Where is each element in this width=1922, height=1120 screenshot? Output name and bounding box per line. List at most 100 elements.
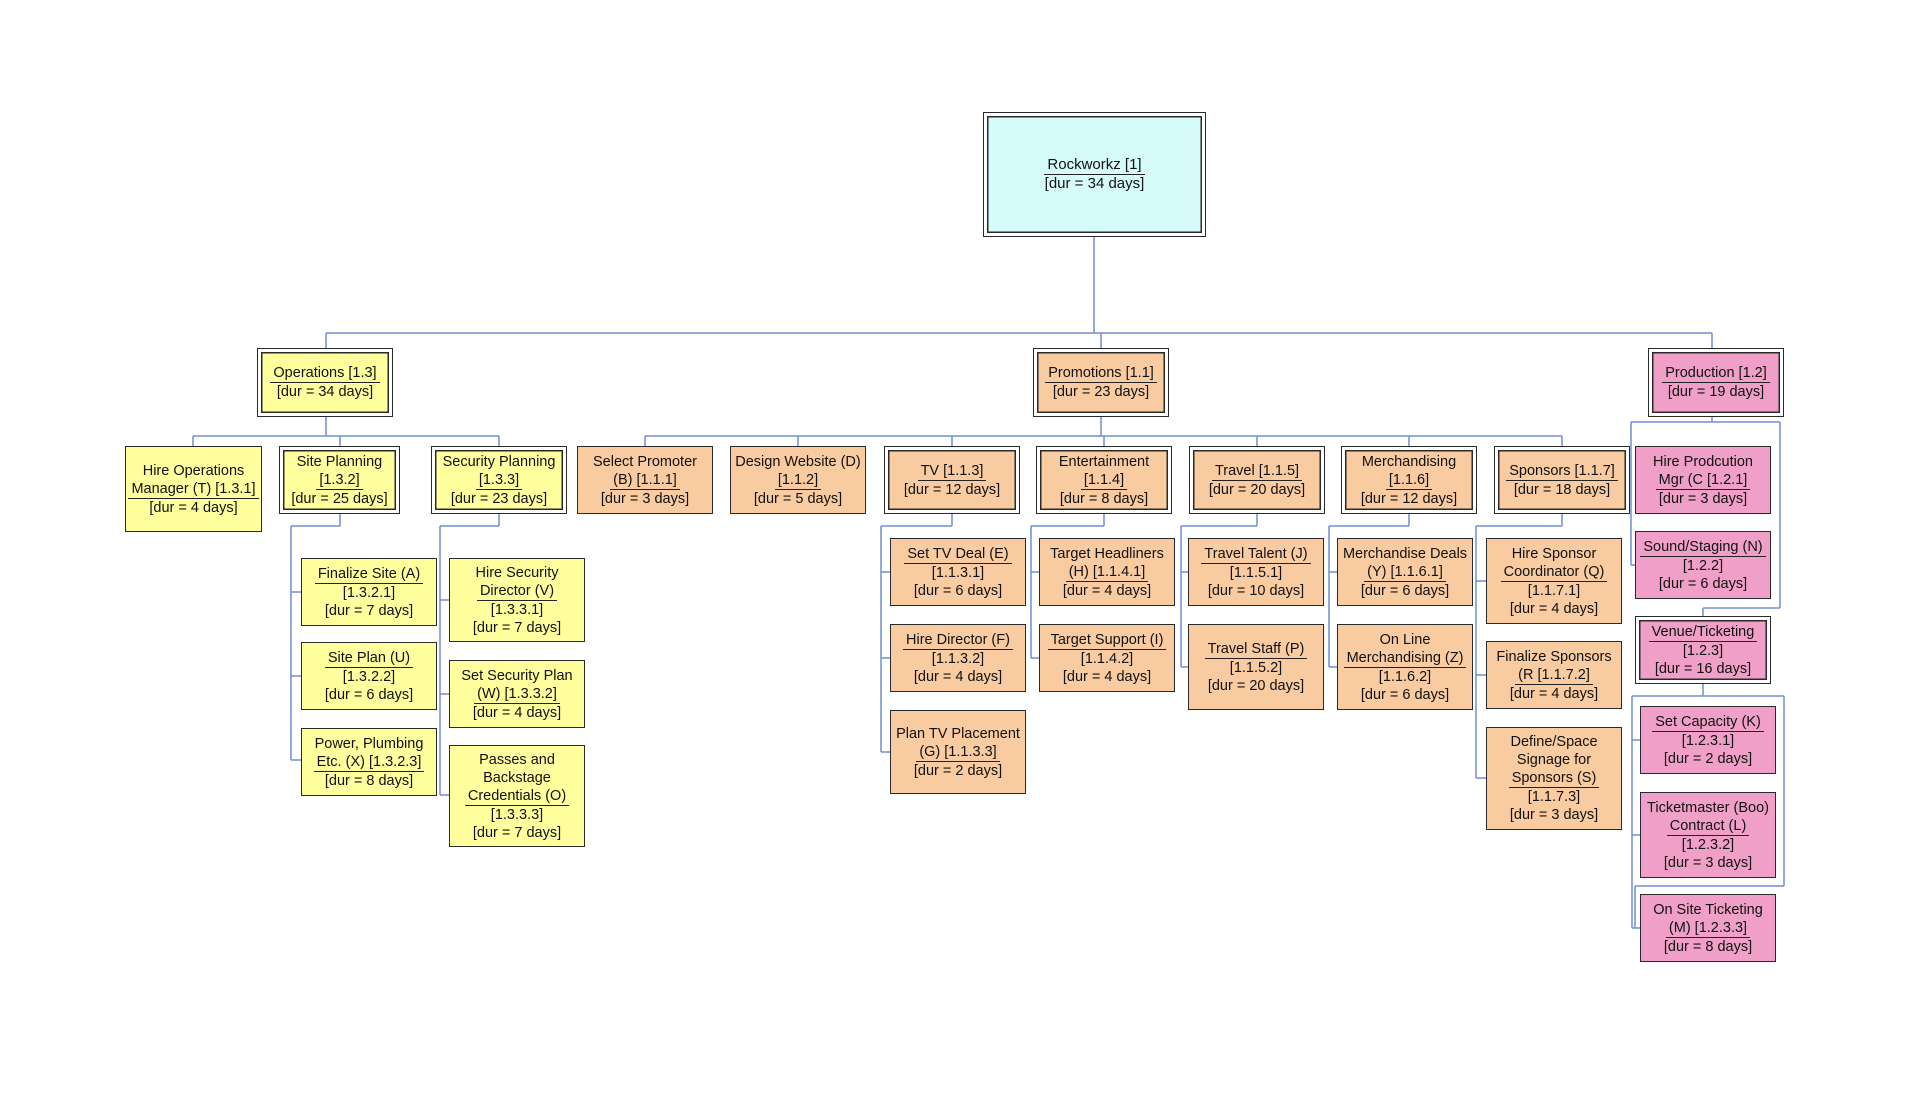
wbs-node-prd-ven-k[interactable]: Set Capacity (K)[1.2.3.1][dur = 2 days] (1640, 706, 1776, 774)
wbs-node-prd-ven-l[interactable]: Ticketmaster (Boo)Contract (L)[1.2.3.2][… (1640, 792, 1776, 878)
wbs-node-pro-spo[interactable]: Sponsors [1.1.7][dur = 18 days] (1494, 446, 1630, 514)
wbs-node-pro-tv-g[interactable]: Plan TV Placement(G) [1.1.3.3][dur = 2 d… (890, 710, 1026, 794)
node-detail-line: [dur = 5 days] (753, 490, 843, 507)
node-detail-line: [dur = 20 days] (1208, 481, 1306, 498)
wbs-node-ops-sec[interactable]: Security Planning[1.3.3][dur = 23 days] (431, 446, 567, 514)
wbs-node-root[interactable]: Rockworkz [1][dur = 34 days] (983, 112, 1206, 237)
wbs-node-prd-ven-m[interactable]: On Site Ticketing(M) [1.2.3.3][dur = 8 d… (1640, 894, 1776, 962)
wbs-node-pro-ent-i[interactable]: Target Support (I)[1.1.4.2][dur = 4 days… (1039, 624, 1175, 692)
node-name-line: Merchandising (Z) (1343, 649, 1467, 668)
node-name-line: (B) [1.1.1] (610, 471, 680, 490)
node-detail-line: [1.3.3.1] (490, 601, 544, 618)
wbs-node-prd-ven[interactable]: Venue/Ticketing[1.2.3][dur = 16 days] (1635, 616, 1771, 684)
node-name-line: Hire Sponsor (1511, 545, 1597, 562)
node-detail-line: [1.1.7.1] (1527, 582, 1581, 599)
node-name-line: Power, Plumbing (314, 735, 424, 752)
node-detail-line: [dur = 4 days] (1509, 685, 1599, 702)
node-name-line: (W) [1.3.3.2] (474, 685, 560, 704)
node-detail-line: [1.1.5.2] (1229, 659, 1283, 676)
wbs-node-pro-ent[interactable]: Entertainment[1.1.4][dur = 8 days] (1036, 446, 1172, 514)
node-detail-line: [1.3.2.2] (342, 668, 396, 685)
wbs-node-pro-tv-e[interactable]: Set TV Deal (E)[1.1.3.1][dur = 6 days] (890, 538, 1026, 606)
node-name-line: (M) [1.2.3.3] (1665, 919, 1751, 938)
node-name-line: On Line (1379, 631, 1431, 648)
node-name-line: [1.3.2] (316, 471, 363, 490)
node-name-line: [1.1.4] (1080, 471, 1128, 490)
wbs-node-pro-mer-y[interactable]: Merchandise Deals(Y) [1.1.6.1][dur = 6 d… (1337, 538, 1473, 606)
wbs-node-ops-site-u[interactable]: Site Plan (U)[1.3.2.2][dur = 6 days] (301, 642, 437, 710)
node-detail-line: [dur = 19 days] (1667, 384, 1765, 400)
node-name-line: (G) [1.1.3.3] (916, 743, 1000, 762)
node-name-line: (R [1.1.7.2] (1515, 666, 1593, 685)
node-detail-line: [dur = 7 days] (472, 824, 562, 841)
wbs-node-pro-tra-p[interactable]: Travel Staff (P)[1.1.5.2][dur = 20 days] (1188, 624, 1324, 710)
node-detail-line: [dur = 16 days] (1654, 660, 1752, 677)
node-name-line: Operations [1.3] (270, 364, 380, 383)
node-detail-line: [dur = 6 days] (1360, 686, 1450, 703)
node-detail-line: [1.1.3.1] (931, 564, 985, 581)
wbs-node-pro-tra[interactable]: Travel [1.1.5][dur = 20 days] (1189, 446, 1325, 514)
node-name-line: Entertainment (1058, 453, 1150, 470)
node-detail-line: [1.3.3.3] (490, 806, 544, 823)
wbs-node-ops-site-a[interactable]: Finalize Site (A)[1.3.2.1][dur = 7 days] (301, 558, 437, 626)
node-detail-line: [dur = 4 days] (1062, 582, 1152, 599)
node-detail-line: [dur = 23 days] (450, 490, 548, 507)
node-name-line: Travel [1.1.5] (1211, 462, 1303, 481)
node-detail-line: [dur = 4 days] (1509, 600, 1599, 617)
node-detail-line: [dur = 8 days] (324, 772, 414, 789)
node-name-line: Sponsors (S) (1508, 769, 1600, 788)
node-detail-line: [dur = 3 days] (1509, 807, 1599, 823)
node-detail-line: [1.2.3.1] (1681, 732, 1735, 749)
wbs-node-ops-sec-w[interactable]: Set Security Plan(W) [1.3.3.2][dur = 4 d… (449, 660, 585, 728)
node-detail-line: [dur = 4 days] (149, 499, 238, 516)
wbs-node-ops-site[interactable]: Site Planning[1.3.2][dur = 25 days] (279, 446, 400, 514)
wbs-node-pro-spo-r[interactable]: Finalize Sponsors(R [1.1.7.2][dur = 4 da… (1486, 641, 1622, 709)
wbs-node-pro-tv-f[interactable]: Hire Director (F)[1.1.3.2][dur = 4 days] (890, 624, 1026, 692)
node-detail-line: [dur = 3 days] (1663, 854, 1753, 871)
node-name-line: Define/Space (1510, 734, 1598, 750)
node-name-line: Director (V) (476, 582, 558, 601)
node-name-line: Sound/Staging (N) (1640, 538, 1766, 557)
node-name-line: Merchandise Deals (1342, 545, 1468, 562)
wbs-node-ops[interactable]: Operations [1.3][dur = 34 days] (257, 348, 393, 417)
node-detail-line: [dur = 7 days] (472, 619, 562, 636)
wbs-node-pro-tv[interactable]: TV [1.1.3][dur = 12 days] (884, 446, 1020, 514)
node-detail-line: [dur = 34 days] (1044, 175, 1145, 192)
node-name-line: Travel Talent (J) (1201, 545, 1311, 564)
wbs-node-prd-snd[interactable]: Sound/Staging (N)[1.2.2][dur = 6 days] (1635, 531, 1771, 599)
node-name-line: Travel Staff (P) (1204, 640, 1308, 659)
node-name-line: Backstage (483, 769, 551, 786)
node-name-line: Target Support (I) (1047, 631, 1167, 650)
node-name-line: Hire Security (475, 564, 559, 581)
node-name-line: Finalize Site (A) (314, 565, 424, 584)
wbs-node-pro-sel[interactable]: Select Promoter(B) [1.1.1][dur = 3 days] (577, 446, 713, 514)
node-name-line: On Site Ticketing (1653, 901, 1763, 918)
node-name-line: (H) [1.1.4.1] (1065, 563, 1149, 582)
node-detail-line: [dur = 4 days] (913, 668, 1003, 685)
wbs-node-pro-tra-j[interactable]: Travel Talent (J)[1.1.5.1][dur = 10 days… (1188, 538, 1324, 606)
node-detail-line: [dur = 3 days] (1658, 490, 1748, 507)
wbs-node-pro-ent-h[interactable]: Target Headliners(H) [1.1.4.1][dur = 4 d… (1039, 538, 1175, 606)
node-detail-line: [1.2.2] (1682, 557, 1724, 574)
node-name-line: Hire Prodcution (1653, 453, 1753, 470)
wbs-node-pro-web[interactable]: Design Website (D)[1.1.2][dur = 5 days] (730, 446, 866, 514)
node-name-line: Target Headliners (1050, 545, 1164, 562)
node-detail-line: [dur = 20 days] (1207, 677, 1305, 694)
node-name-line: Security Planning (442, 453, 556, 470)
wbs-node-pro-mer[interactable]: Merchandising[1.1.6][dur = 12 days] (1341, 446, 1477, 514)
node-name-line: Manager (T) [1.3.1] (128, 480, 259, 499)
wbs-node-prd[interactable]: Production [1.2][dur = 19 days] (1648, 348, 1784, 417)
node-name-line: Etc. (X) [1.3.2.3] (313, 753, 425, 772)
node-name-line: Design Website (D) (735, 453, 861, 470)
node-name-line: Select Promoter (593, 453, 697, 470)
wbs-node-pro[interactable]: Promotions [1.1][dur = 23 days] (1033, 348, 1169, 417)
